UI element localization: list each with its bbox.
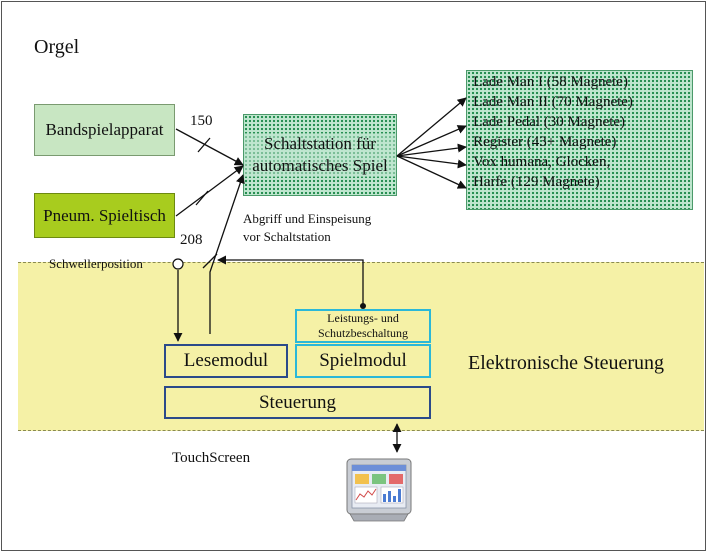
- magnet-line: Lade Man I (58 Magnete): [473, 74, 628, 90]
- junction-dot: [360, 303, 366, 309]
- arrow-to-lade-man-2: [396, 125, 467, 157]
- label-208: 208: [180, 232, 203, 248]
- steuerung-box: Steuerung: [164, 386, 431, 419]
- leistung-box: Leistungs- und Schutzbeschaltung: [295, 309, 431, 343]
- spielmodul-box: Spielmodul: [295, 344, 431, 378]
- arrow-to-vox-humana: [396, 155, 467, 189]
- arrow-to-register: [396, 155, 467, 169]
- leistung-line: Schutzbeschaltung: [318, 326, 408, 340]
- magnet-line: Vox humana, Glocken,: [473, 154, 611, 170]
- touchscreen-device-icon[interactable]: [346, 458, 412, 522]
- magnet-line: Register (43+ Magnete): [473, 134, 617, 150]
- bandspielapparat-box: Bandspielapparat: [34, 104, 175, 156]
- arrow-lesemodul-to-schaltstation: [209, 174, 245, 334]
- spielmodul-label: Spielmodul: [319, 350, 407, 371]
- magnet-line: Lade Man II (70 Magnete): [473, 94, 633, 110]
- bus-tick-208: [202, 253, 218, 269]
- feedback-line-leistung: [217, 255, 364, 306]
- arrow-to-lade-man-1: [396, 97, 467, 157]
- label-150: 150: [190, 113, 213, 129]
- bus-tick-150: [197, 137, 211, 153]
- abgriff-line: vor Schaltstation: [243, 229, 331, 244]
- pneum-spieltisch-label: Pneum. Spieltisch: [43, 205, 166, 225]
- abgriff-label: Abgriff und Einspeisung vor Schaltstatio…: [243, 210, 371, 246]
- lesemodul-label: Lesemodul: [183, 350, 269, 371]
- lesemodul-box: Lesemodul: [164, 344, 288, 378]
- schaltstation-box: Schaltstation für automatisches Spiel: [243, 114, 397, 196]
- electronic-control-zone: [18, 262, 704, 431]
- schwellerposition-label: Schwellerposition: [49, 256, 143, 271]
- abgriff-line: Abgriff und Einspeisung: [243, 211, 372, 226]
- touchscreen-label: TouchScreen: [172, 450, 251, 466]
- magnet-line: Lade Pedal (30 Magnete): [473, 114, 626, 130]
- arrow-to-lade-pedal: [396, 143, 467, 157]
- arrow-bandspiel-to-schaltstation: [175, 128, 244, 166]
- magnet-list-box: Lade Man I (58 Magnete) Lade Man II (70 …: [466, 70, 693, 210]
- elektronische-steuerung-label: Elektronische Steuerung: [468, 352, 665, 374]
- pneum-spieltisch-box: Pneum. Spieltisch: [34, 193, 175, 238]
- magnet-line: Harfe (129 Magnete): [473, 174, 600, 190]
- bus-tick-pneum: [195, 190, 209, 206]
- bandspielapparat-label: Bandspielapparat: [45, 120, 164, 139]
- schwellerposition-sensor-circle: [172, 258, 184, 270]
- diagram-title: Orgel: [34, 36, 80, 58]
- schaltstation-label: Schaltstation für automatisches Spiel: [244, 133, 396, 177]
- leistung-line: Leistungs- und: [327, 311, 399, 325]
- steuerung-label: Steuerung: [258, 391, 337, 413]
- arrow-pneum-to-schaltstation: [175, 165, 244, 217]
